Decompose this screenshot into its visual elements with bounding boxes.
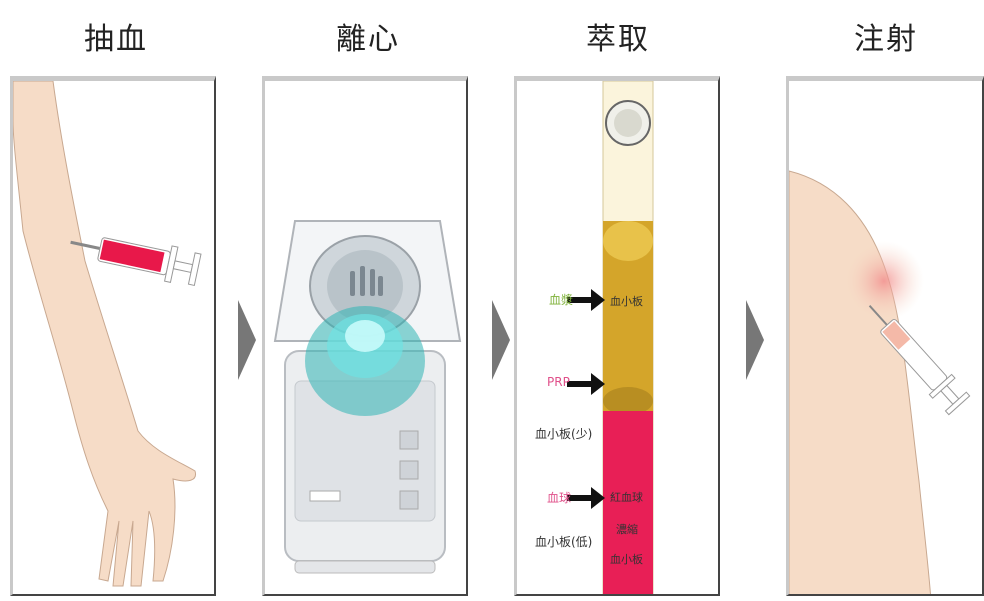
flow-arrow-3: [744, 300, 764, 384]
prp-label: PRP: [547, 375, 570, 389]
tube-bottom-label-2: 濃縮: [616, 523, 638, 536]
step-title-draw-blood: 抽血: [84, 22, 148, 57]
panel-injection: [786, 76, 984, 596]
tube-bottom-label-1: 紅血球: [610, 491, 643, 504]
tube-bottom-label-3: 血小板: [610, 553, 643, 566]
test-tube-illustration: [567, 81, 654, 594]
serum-label: 血球: [547, 491, 572, 505]
step-title-extract: 萃取: [586, 22, 650, 57]
step-title-centrifuge: 離心: [336, 22, 400, 57]
flow-arrow-2: [490, 300, 510, 384]
arm-syringe-illustration: [13, 81, 202, 587]
tube-top-label: 血小板: [610, 295, 643, 308]
centrifuge-illustration: [273, 220, 462, 574]
prp-sub-label: 血小板(少): [535, 427, 593, 441]
serum-sub-label: 血小板(低): [535, 535, 593, 549]
step-title-inject: 注射: [854, 22, 918, 57]
panel-draw-blood: [10, 76, 216, 596]
panel-centrifuge: [262, 76, 468, 596]
flow-arrow-1: [236, 300, 256, 384]
plasma-label: 血漿: [549, 293, 574, 307]
knee-injection-illustration: [789, 170, 971, 594]
panel-extraction: 血漿 PRP 血小板(少) 血球 血小板(低) 血小板 紅血球 濃縮 血小板: [514, 76, 720, 596]
